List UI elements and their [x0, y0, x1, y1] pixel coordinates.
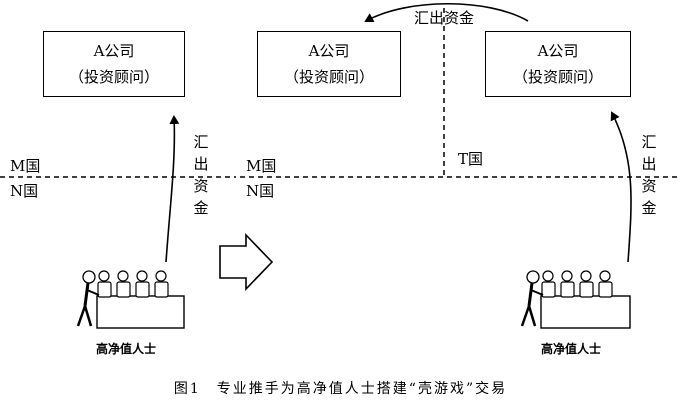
flow-arrow-left: [165, 115, 180, 263]
people-at-table-icon: [76, 270, 185, 329]
left-flow-label: 汇出资金: [193, 133, 209, 217]
company-name: A公司: [308, 42, 350, 60]
company-role: （投资顾问）: [512, 68, 603, 86]
group-label-right: 高净值人士: [541, 342, 602, 356]
right-flow-label: 汇出资金: [641, 133, 657, 217]
company-name: A公司: [537, 42, 579, 60]
country-m-mid: M国: [246, 157, 277, 175]
hollow-right-arrow-icon: [219, 233, 274, 291]
group-label-left: 高净值人士: [96, 342, 157, 356]
company-role: （投资顾问）: [283, 68, 374, 86]
country-n-mid: N国: [246, 182, 275, 200]
top-flow-label: 汇出资金: [414, 9, 475, 27]
company-box-right: A公司 （投资顾问）: [485, 31, 631, 97]
country-t: T国: [458, 150, 484, 168]
company-role: （投资顾问）: [68, 68, 159, 86]
flow-arrow-top: [364, 2, 529, 23]
company-name: A公司: [93, 42, 135, 60]
country-m-left: M国: [10, 157, 41, 175]
company-box-middle: A公司 （投资顾问）: [257, 31, 401, 97]
country-n-left: N国: [10, 182, 39, 200]
figure-caption: 图1 专业推手为高净值人士搭建“壳游戏”交易: [173, 381, 508, 397]
company-box-left: A公司 （投资顾问）: [43, 31, 185, 97]
people-at-table-icon: [520, 270, 631, 329]
flow-arrow-right: [610, 111, 632, 263]
